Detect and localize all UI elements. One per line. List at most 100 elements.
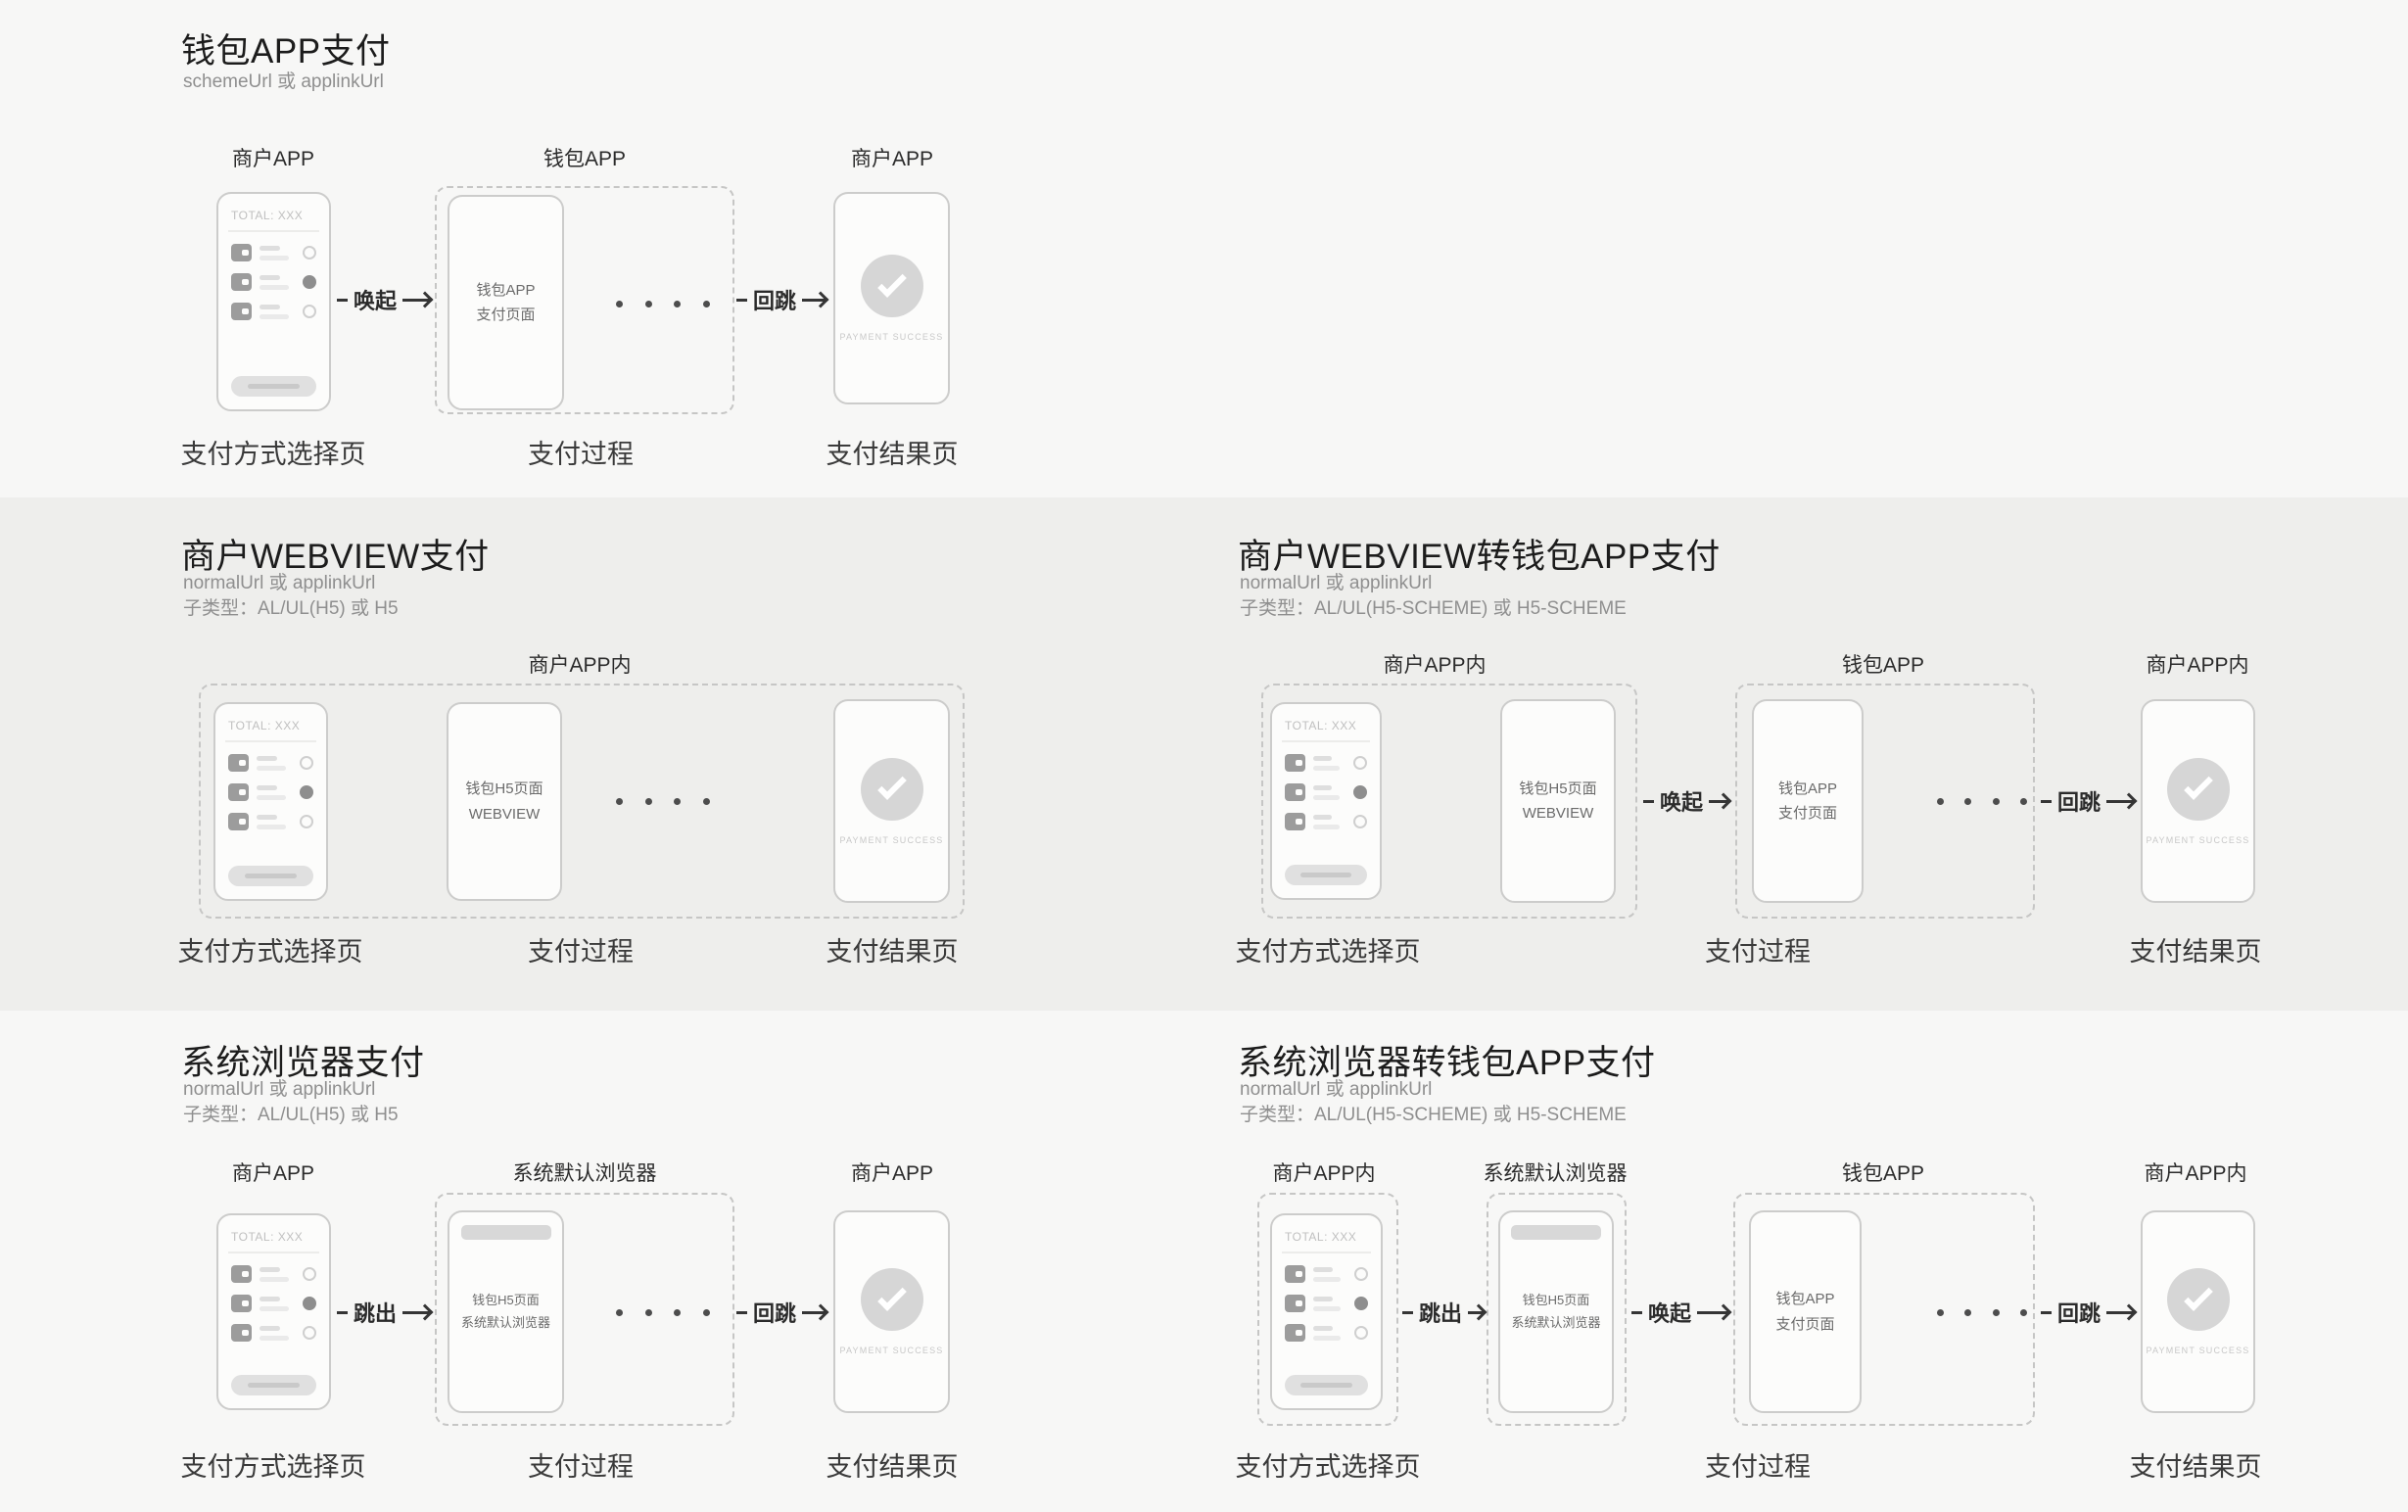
text-placeholder: [260, 1266, 295, 1282]
success-label: PAYMENT SUCCESS: [839, 332, 944, 342]
label-wallet-app: 钱包APP: [1841, 654, 1925, 677]
success-check-icon: [2166, 757, 2230, 821]
text-placeholder: [257, 814, 292, 829]
text-placeholder: [260, 304, 295, 319]
total-label: TOTAL: XXX: [228, 719, 301, 732]
phone-text-line: 钱包APP: [476, 281, 536, 299]
phone-text-line: 钱包H5页面: [1522, 1293, 1590, 1308]
label-system-browser: 系统默认浏览器: [512, 1162, 657, 1185]
ellipsis-dots: [1937, 787, 2027, 815]
arrow-jump-out: 跳出: [1402, 1295, 1487, 1330]
arrow-label: 唤起: [354, 289, 398, 313]
arrow-label: 回跳: [2057, 790, 2101, 815]
arrow-label: 回跳: [753, 1301, 797, 1326]
dot: [1992, 797, 2000, 805]
divider: [228, 1252, 319, 1253]
wallet-icon: [228, 754, 249, 772]
step-label-result: 支付结果页: [826, 1452, 959, 1482]
dot: [702, 300, 710, 307]
confirm-button-placeholder: [231, 376, 316, 397]
arrow-return: 回跳: [736, 1295, 829, 1330]
payment-method-row: [1285, 1324, 1368, 1342]
arrow-head-icon: [812, 1303, 829, 1321]
dot: [1937, 1308, 1944, 1316]
arrow-shaft: [1709, 799, 1729, 803]
text-placeholder: [257, 784, 292, 800]
payment-method-row: [1285, 783, 1367, 801]
radio-indicator: [300, 756, 313, 770]
wallet-app-boundary: [435, 186, 734, 414]
total-label: TOTAL: XXX: [1285, 719, 1357, 732]
arrow-shaft: [402, 1310, 431, 1314]
section-subtitle: normalUrl 或 applinkUrl: [1240, 1079, 1433, 1100]
ellipsis-dots: [1937, 1299, 2027, 1326]
phone-h5-webview: 钱包H5页面 WEBVIEW: [447, 702, 562, 901]
phone-text: 钱包H5页面 系统默认浏览器: [1511, 1290, 1600, 1333]
step-label-result: 支付结果页: [826, 937, 959, 967]
band-webview-pay: [0, 497, 2408, 1011]
phone-text-line: 系统默认浏览器: [1511, 1314, 1601, 1330]
text-placeholder: [257, 755, 292, 771]
band-wallet-app-pay: [0, 0, 2408, 497]
success-check-icon: [860, 1268, 923, 1331]
band-browser-pay: [0, 1011, 2408, 1512]
phone-text-line: 支付页面: [476, 307, 536, 323]
ellipsis-dots: [616, 290, 710, 317]
dot: [674, 797, 682, 805]
phone-text-line: 支付页面: [1777, 805, 1837, 822]
step-label-process: 支付过程: [1705, 937, 1811, 967]
phone-h5-browser: 钱包H5页面 系统默认浏览器: [1498, 1210, 1614, 1413]
label-merchant-app: 商户APP: [231, 1162, 315, 1185]
total-label: TOTAL: XXX: [231, 1230, 304, 1244]
browser-address-bar: [460, 1225, 551, 1240]
radio-indicator: [1354, 1297, 1368, 1310]
dot: [616, 797, 623, 805]
merchant-app-boundary: [199, 684, 965, 919]
arrow-tail: [337, 298, 348, 302]
wallet-icon: [1285, 1324, 1305, 1342]
arrow-tail: [1402, 1310, 1413, 1314]
phone-text-line: 系统默认浏览器: [460, 1314, 550, 1330]
text-placeholder: [260, 1296, 295, 1311]
radio-indicator: [1354, 1267, 1368, 1281]
radio-indicator: [1353, 815, 1367, 828]
arrow-shaft: [802, 1310, 826, 1314]
page-title: 系统浏览器支付: [181, 1044, 425, 1082]
phone-text-line: 钱包H5页面: [472, 1293, 540, 1308]
step-label-process: 支付过程: [1705, 1452, 1811, 1482]
step-label-process: 支付过程: [528, 440, 634, 469]
arrow-label: 回跳: [753, 289, 797, 313]
step-label-select: 支付方式选择页: [180, 440, 366, 469]
ellipsis-dots: [616, 1299, 710, 1326]
radio-indicator: [1353, 756, 1367, 770]
step-label-result: 支付结果页: [2129, 1452, 2262, 1482]
section-subtitle: 子类型：AL/UL(H5) 或 H5: [183, 598, 399, 619]
wallet-icon: [1285, 754, 1305, 772]
arrow-invoke: 唤起: [1643, 783, 1732, 819]
divider: [1282, 1252, 1371, 1253]
success-label: PAYMENT SUCCESS: [2146, 834, 2250, 845]
payment-method-row: [231, 303, 316, 320]
payment-method-row: [228, 783, 313, 801]
radio-indicator: [300, 815, 313, 828]
phone-text-line: 钱包H5页面: [465, 780, 543, 797]
success-check-icon: [860, 255, 923, 317]
section-subtitle: normalUrl 或 applinkUrl: [183, 573, 376, 593]
radio-indicator: [303, 1326, 316, 1340]
wallet-icon: [231, 273, 252, 291]
dot: [674, 1308, 682, 1316]
phone-payment-success: PAYMENT SUCCESS: [833, 1210, 950, 1413]
browser-address-bar: [1511, 1225, 1601, 1240]
system-browser-boundary: [1487, 1193, 1627, 1426]
label-merchant-app-inner: 商户APP内: [2144, 1162, 2247, 1185]
phone-text-line: 钱包APP: [1775, 1291, 1835, 1307]
radio-indicator: [303, 275, 316, 289]
arrow-head-icon: [812, 291, 829, 308]
arrow-tail: [2041, 1310, 2052, 1314]
arrow-shaft: [802, 298, 826, 302]
total-label: TOTAL: XXX: [231, 209, 304, 222]
payment-method-row: [231, 1265, 316, 1283]
arrow-return: 回跳: [2041, 1295, 2138, 1330]
text-placeholder: [1313, 814, 1346, 829]
dot: [1992, 1308, 2000, 1316]
